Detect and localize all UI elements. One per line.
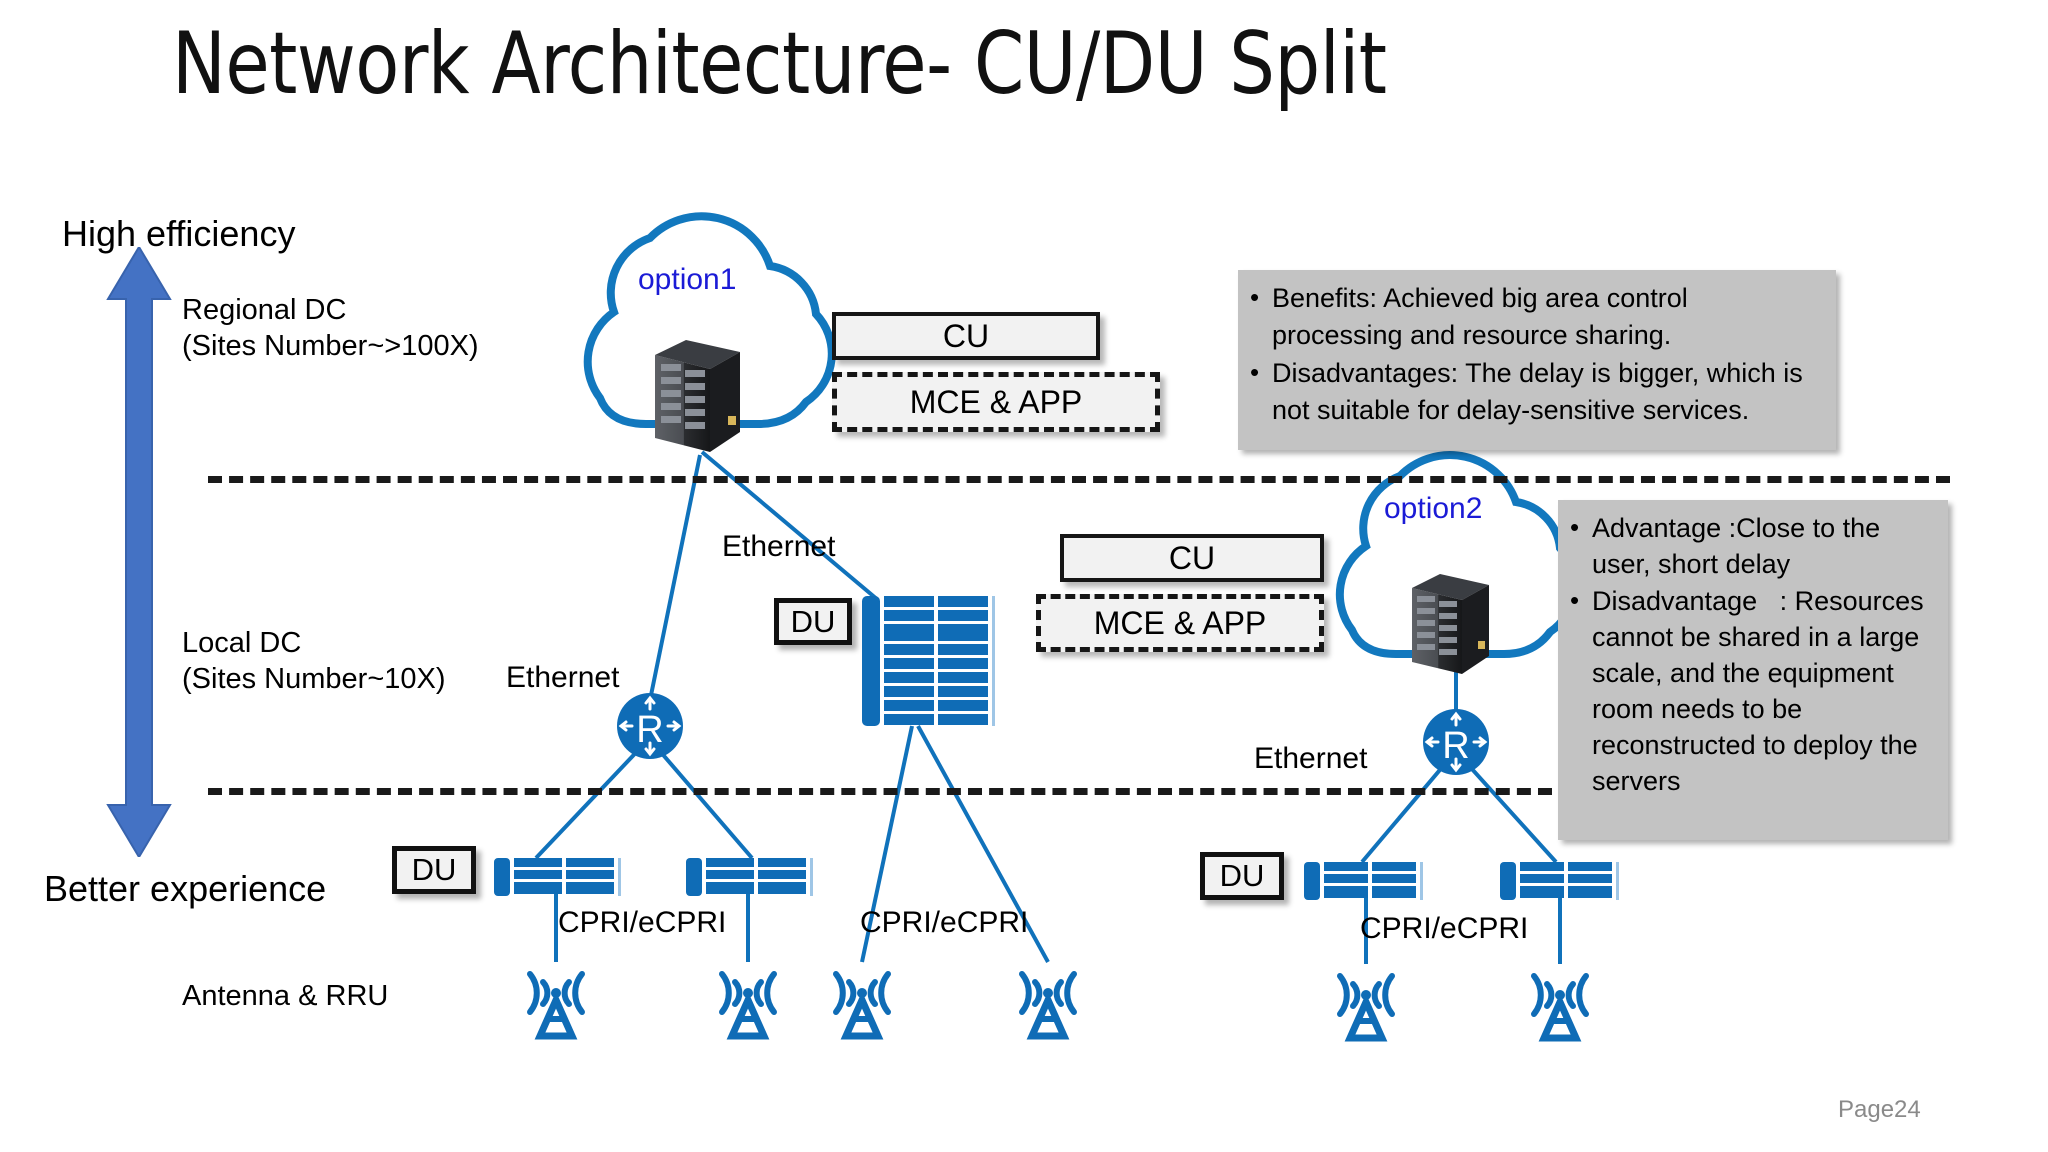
mce-app-box-regional[interactable]: MCE & APP bbox=[832, 372, 1160, 432]
option2-callout: Advantage :Close to the user, short dela… bbox=[1558, 500, 1948, 840]
server-rack-icon-2 bbox=[1412, 574, 1489, 674]
antenna-tower-icon-1 bbox=[527, 971, 585, 1040]
cu-box-regional[interactable]: CU bbox=[832, 312, 1100, 360]
server-rack-icon-1 bbox=[655, 340, 740, 452]
cloud-icon-option2 bbox=[1335, 451, 1579, 658]
option2-callout-bullet-1: Advantage :Close to the user, short dela… bbox=[1570, 509, 1934, 582]
network-switch-icon-r1 bbox=[1304, 862, 1423, 900]
du-label-center[interactable]: DU bbox=[774, 598, 852, 645]
link-label-cpri-right: CPRI/eCPRI bbox=[1360, 912, 1529, 945]
tier-label-local-dc-line1: Local DC bbox=[182, 627, 302, 659]
cloud-icon-option1 bbox=[583, 212, 836, 428]
tier-divider-top bbox=[208, 476, 1950, 483]
network-switch-icon-center bbox=[862, 596, 995, 726]
option1-label: option1 bbox=[638, 263, 737, 296]
svg-text:R: R bbox=[636, 709, 663, 751]
network-switch-icon-r2 bbox=[1500, 862, 1619, 900]
option2-label: option2 bbox=[1384, 492, 1483, 525]
network-switch-icon-l1 bbox=[494, 858, 621, 896]
tier-label-local-dc-line2: (Sites Number~10X) bbox=[182, 663, 446, 695]
tier-label-regional-dc-line1: Regional DC bbox=[182, 294, 347, 326]
router-icon-2: R bbox=[1423, 709, 1489, 775]
tier-divider-bottom bbox=[208, 788, 1552, 795]
tier-label-antenna-rru: Antenna & RRU bbox=[182, 980, 389, 1012]
antenna-tower-icon-5 bbox=[1337, 973, 1395, 1042]
option1-callout-bullet-2: Disadvantages: The delay is bigger, whic… bbox=[1250, 354, 1822, 429]
antenna-tower-icon-2 bbox=[719, 971, 777, 1040]
axis-label-better-experience: Better experience bbox=[44, 868, 327, 909]
antenna-tower-icon-4 bbox=[1019, 971, 1077, 1040]
link-label-ethernet-regional-to-du: Ethernet bbox=[722, 530, 836, 563]
router-icon-1: R bbox=[617, 693, 683, 759]
link-label-cpri-left: CPRI/eCPRI bbox=[558, 906, 727, 939]
page-title: Network Architecture- CU/DU Split bbox=[172, 14, 1387, 114]
mce-app-box-local[interactable]: MCE & APP bbox=[1036, 594, 1324, 652]
axis-label-high-efficiency: High efficiency bbox=[62, 213, 296, 254]
option1-callout: Benefits: Achieved big area control proc… bbox=[1238, 270, 1836, 450]
page-number: Page24 bbox=[1838, 1096, 1921, 1123]
option1-callout-bullet-1: Benefits: Achieved big area control proc… bbox=[1250, 279, 1822, 354]
du-label-left[interactable]: DU bbox=[392, 846, 476, 894]
link-label-ethernet-option2: Ethernet bbox=[1254, 742, 1368, 775]
tier-label-local-dc: Local DC (Sites Number~10X) bbox=[182, 625, 446, 697]
cu-box-local[interactable]: CU bbox=[1060, 534, 1324, 582]
tier-label-regional-dc-line2: (Sites Number~>100X) bbox=[182, 330, 479, 362]
link-label-cpri-mid: CPRI/eCPRI bbox=[860, 906, 1029, 939]
antenna-tower-icon-6 bbox=[1531, 973, 1589, 1042]
option2-callout-bullet-2: Disadvantage : Resources cannot be share… bbox=[1570, 582, 1934, 799]
du-label-right[interactable]: DU bbox=[1200, 852, 1284, 900]
svg-text:R: R bbox=[1442, 725, 1469, 767]
link-label-ethernet-regional-to-router: Ethernet bbox=[506, 661, 620, 694]
tier-label-regional-dc: Regional DC (Sites Number~>100X) bbox=[182, 292, 479, 364]
double-arrow-icon bbox=[104, 245, 174, 862]
antenna-tower-icon-3 bbox=[833, 971, 891, 1040]
network-switch-icon-l2 bbox=[686, 858, 813, 896]
